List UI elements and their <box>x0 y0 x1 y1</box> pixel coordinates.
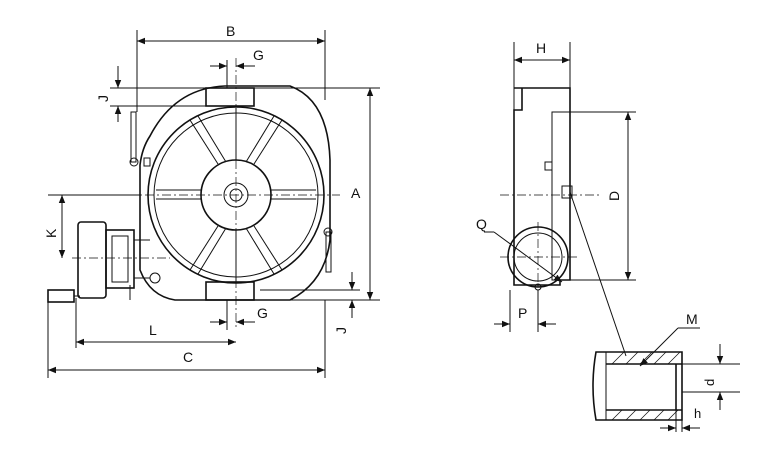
detail-body-outline <box>592 351 683 421</box>
label-d-small: d <box>702 379 717 386</box>
label-h: H <box>536 40 546 56</box>
front-body-outline <box>139 85 331 301</box>
side-clamp <box>561 185 573 199</box>
label-k: K <box>43 228 59 238</box>
handwheel-assembly <box>47 221 161 303</box>
label-g-bottom: G <box>257 305 268 321</box>
detail-leader-line <box>569 191 627 357</box>
label-j-bottom: J <box>333 327 349 334</box>
dim-m-leader <box>639 327 679 367</box>
label-c: C <box>183 349 193 365</box>
side-view: H D Q P <box>476 40 636 357</box>
radial-t-slots <box>156 108 316 282</box>
bottom-slot-block <box>205 281 255 301</box>
label-b: B <box>226 23 235 39</box>
detail-hatching <box>611 351 681 421</box>
label-p: P <box>518 305 527 321</box>
clamp-lever-right <box>323 227 333 273</box>
label-q: Q <box>476 216 487 232</box>
label-d: D <box>606 191 622 201</box>
label-h-small: h <box>694 406 701 421</box>
top-slot-block <box>205 87 255 107</box>
label-g-top: G <box>253 47 264 63</box>
label-a: A <box>351 185 361 201</box>
front-extension-lines <box>47 30 380 378</box>
label-l: L <box>149 322 157 338</box>
side-lever-stub <box>544 161 553 171</box>
front-view: B G J A K L G J C <box>43 23 380 378</box>
label-m: M <box>686 311 698 327</box>
dim-q-leader <box>493 231 563 283</box>
clamp-lever-left <box>129 111 151 167</box>
detail-view: M d h <box>592 311 740 432</box>
label-j-top: J <box>95 95 111 102</box>
